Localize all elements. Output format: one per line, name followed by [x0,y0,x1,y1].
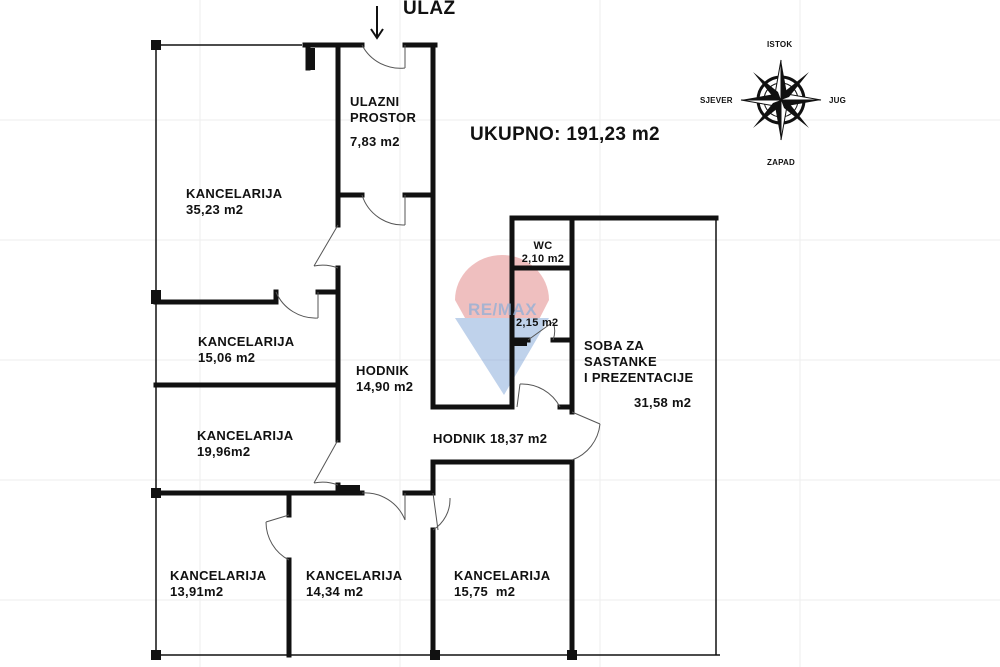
room-label-small-room: 2,15 m2 [516,317,558,330]
room-label-kancelarija-6: KANCELARIJA 15,75 m2 [454,568,550,600]
room-label-kancelarija-5: KANCELARIJA 14,34 m2 [306,568,402,600]
room-label-hodnik-2: HODNIK 18,37 m2 [433,431,547,447]
room-name-line: KANCELARIJA [170,568,267,583]
room-name-line: KANCELARIJA [198,334,295,349]
entrance-arrow-icon [370,6,384,40]
room-area: 19,96m2 [197,444,251,459]
room-name-line: HODNIK [356,363,410,378]
room-area: 13,91m2 [170,584,224,599]
remax-watermark-balloon [455,255,549,395]
total-area-label: UKUPNO: 191,23 m2 [470,124,660,145]
room-label-kancelarija-1: KANCELARIJA 35,23 m2 [186,186,282,218]
room-area: 35,23 m2 [186,202,244,217]
room-name-line: KANCELARIJA [197,428,294,443]
room-name-line: KANCELARIJA [186,186,283,201]
room-label-ulazni-prostor: ULAZNI PROSTOR 7,83 m2 [350,94,416,150]
room-name-line: WC [533,240,553,252]
room-area: 14,34 m2 [306,584,364,599]
compass-north-label: ISTOK [767,40,793,49]
room-area: 2,10 m2 [521,253,565,265]
room-label-kancelarija-4: KANCELARIJA 13,91m2 [170,568,266,600]
doors [265,44,601,561]
room-label-hodnik-1: HODNIK 14,90 m2 [356,363,413,395]
thick-walls [153,42,719,658]
entrance-label: ULAZ [403,0,456,19]
room-area: 14,90 m2 [356,379,414,394]
compass-east-label: JUG [829,96,847,105]
room-name-line: SOBA ZA [584,338,645,353]
room-name-line: HODNIK 18,37 m2 [433,431,548,446]
compass-rose-icon [740,59,822,141]
room-area: 7,83 m2 [350,134,400,149]
room-label-wc: WC 2,10 m2 [514,240,572,266]
compass-west-label: SJEVER [700,96,733,105]
room-area: 31,58 m2 [634,395,692,410]
room-area: 2,15 m2 [516,317,559,329]
room-name-line: KANCELARIJA [306,568,403,583]
room-name-line: SASTANKE [584,354,657,369]
wall-posts [151,40,577,660]
remax-watermark-text: RE/MAX [467,300,538,319]
room-label-kancelarija-3: KANCELARIJA 19,96m2 [197,428,293,460]
room-area: 15,06 m2 [198,350,256,365]
room-name-line: PROSTOR [350,110,417,125]
room-area: 15,75 m2 [454,584,516,599]
compass-south-label: ZAPAD [767,158,795,167]
room-label-kancelarija-2: KANCELARIJA 15,06 m2 [198,334,294,366]
room-name-line: KANCELARIJA [454,568,551,583]
room-name-line: I PREZENTACIJE [584,370,694,385]
room-name-line: ULAZNI [350,94,400,109]
room-label-soba-za-sastanke: SOBA ZA SASTANKE I PREZENTACIJE 31,58 m2 [584,338,693,411]
